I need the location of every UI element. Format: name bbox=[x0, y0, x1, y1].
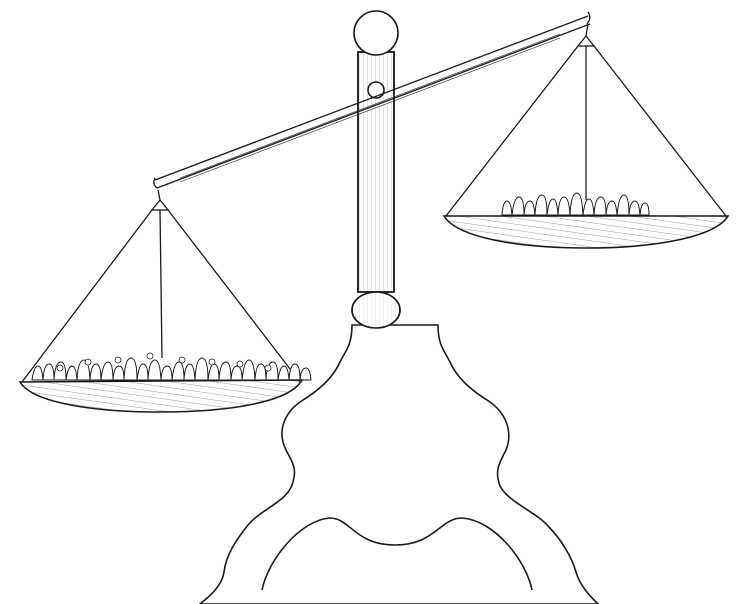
right-pan-crowd bbox=[502, 193, 649, 215]
left-pan bbox=[20, 190, 311, 412]
right-pan bbox=[444, 24, 728, 248]
scale-post bbox=[352, 11, 400, 328]
left-pan-crowd bbox=[32, 353, 311, 380]
